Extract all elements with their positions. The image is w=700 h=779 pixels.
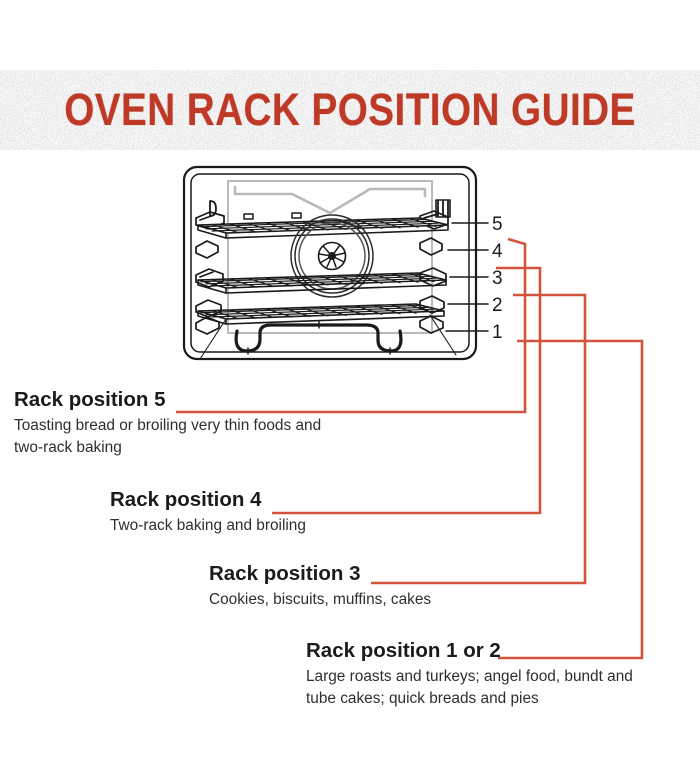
entry-body: Large roasts and turkeys; angel food, bu… <box>306 667 633 707</box>
right-vent-frame <box>435 199 451 218</box>
rack-number-3: 3 <box>492 268 503 289</box>
entry-rack-position-3: Rack position 3 Cookies, biscuits, muffi… <box>209 562 432 611</box>
bake-element <box>234 323 403 353</box>
entry-heading: Rack position 1 or 2 <box>306 639 501 662</box>
broil-element <box>233 185 427 215</box>
entry-rack-position-1-or-2: Rack position 1 or 2 Large roasts and tu… <box>306 639 633 710</box>
rack-top <box>197 217 449 239</box>
rack-number-2: 2 <box>492 295 503 316</box>
page-title: OVEN RACK POSITION GUIDE <box>64 84 636 135</box>
entry-rack-position-4: Rack position 4 Two-rack baking and broi… <box>110 488 306 537</box>
entry-body: Cookies, biscuits, muffins, cakes <box>209 590 432 608</box>
entry-body: Two-rack baking and broiling <box>110 516 306 534</box>
title-banner: OVEN RACK POSITION GUIDE <box>0 70 700 150</box>
connector-1-2 <box>498 339 644 660</box>
entry-heading: Rack position 4 <box>110 488 262 511</box>
oven-diagram: 5 4 3 2 1 <box>180 163 520 373</box>
entry-body: Toasting bread or broiling very thin foo… <box>14 416 322 456</box>
rack-number-1: 1 <box>492 322 503 343</box>
banner-texture <box>0 70 700 150</box>
rack-clip-a <box>243 213 254 220</box>
entry-heading: Rack position 3 <box>209 562 361 585</box>
rack-number-leaders <box>445 222 489 332</box>
rack-middle <box>197 272 447 294</box>
entry-heading: Rack position 5 <box>14 388 166 411</box>
rack-bottom <box>197 303 445 325</box>
rack-number-4: 4 <box>492 241 503 262</box>
rack-clip-b <box>291 212 302 219</box>
entry-rack-position-5: Rack position 5 Toasting bread or broili… <box>14 388 322 459</box>
rack-number-labels: 5 4 3 2 1 <box>492 214 503 343</box>
rack-leader-right <box>429 314 457 356</box>
rack-number-5: 5 <box>492 214 503 235</box>
rack-leader-left <box>199 318 227 360</box>
